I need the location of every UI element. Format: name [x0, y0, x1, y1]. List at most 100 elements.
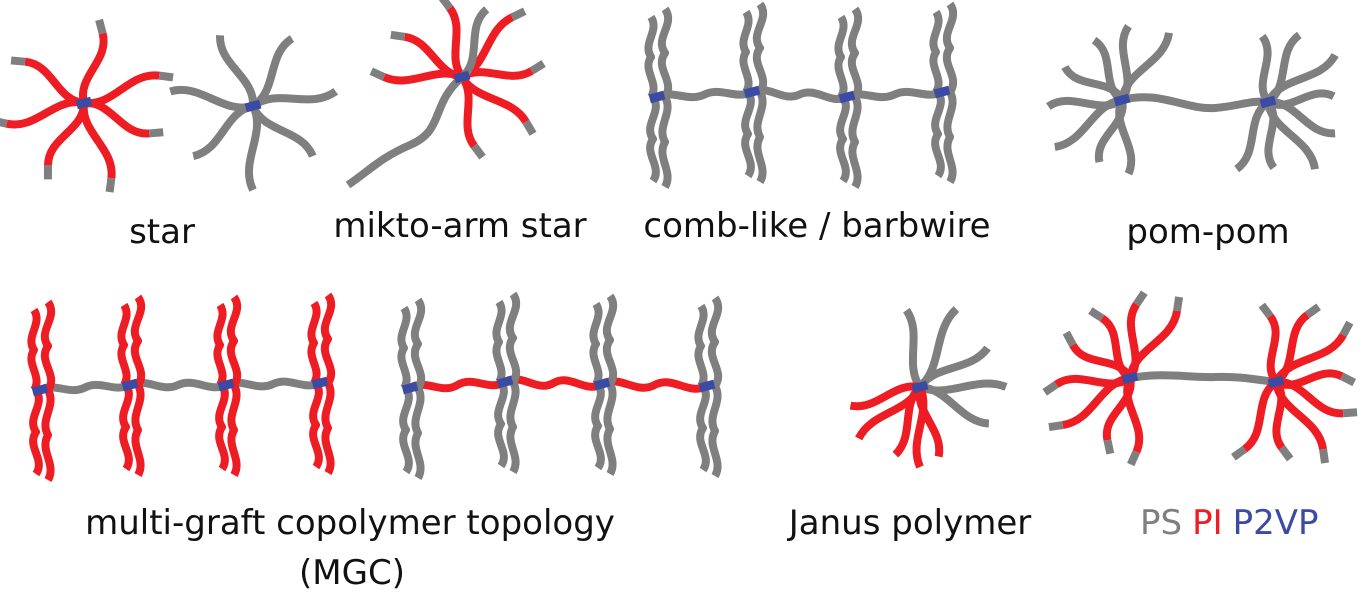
mikto-arm-star: [345, 0, 546, 189]
p2vp-junction: [933, 85, 951, 99]
janus-ps-arm: [902, 307, 924, 390]
arm-tip: [1339, 320, 1354, 337]
side-chain-down: [591, 381, 605, 471]
side-chain-down: [399, 385, 413, 475]
star-arm: [5, 98, 85, 129]
mgc-ps-backbone: [27, 292, 336, 482]
mgc-backbone: [128, 378, 228, 392]
side-chain-up: [589, 301, 603, 387]
p2vp-junction: [838, 90, 856, 104]
p2vp-junction: [401, 381, 419, 395]
label-mikto-arm-star: mikto-arm star: [333, 206, 587, 246]
pom-pom-ps: [1046, 24, 1339, 176]
p2vp-junction: [1267, 375, 1285, 389]
arm-tip: [148, 128, 164, 138]
star-arm: [24, 57, 85, 107]
side-chain-down: [309, 380, 323, 470]
pom-pom-arm: [1234, 98, 1271, 173]
side-chain-down: [708, 384, 722, 478]
comb-backbone: [845, 87, 944, 102]
janus-polymer: [849, 306, 1008, 469]
arm-tip: [1231, 445, 1248, 461]
side-chain-down: [696, 383, 710, 473]
star-arm: [250, 88, 339, 110]
p2vp-junction: [75, 96, 93, 110]
side-chain-up: [752, 1, 768, 95]
star-arm: [245, 104, 261, 192]
mgc-backbone: [600, 377, 709, 393]
star-arm: [249, 104, 317, 159]
mgc-backbone: [502, 375, 605, 391]
star-arm: [83, 71, 160, 108]
arm-tip: [1258, 302, 1274, 319]
p2vp-junction: [311, 376, 329, 390]
pom-pom-arm: [1267, 97, 1336, 138]
side-chain-down: [41, 388, 55, 482]
pom-pom-arm: [1126, 309, 1181, 379]
side-chain-down: [753, 90, 767, 184]
side-chain-down: [494, 379, 508, 469]
arm-tip: [529, 60, 546, 75]
arm-tip: [10, 56, 26, 66]
pom-pom-arm: [1258, 33, 1272, 105]
arm-tip: [522, 119, 537, 136]
side-chain-up: [657, 6, 673, 100]
side-chain-down: [321, 381, 335, 475]
pom-pom-arm: [1272, 332, 1347, 385]
side-chain-down: [603, 382, 617, 476]
star-ps: [169, 35, 339, 192]
pom-pom-arm: [1053, 96, 1123, 151]
arm-tip: [158, 71, 174, 82]
star-pi: [0, 18, 174, 193]
arm-tip: [0, 118, 8, 128]
arm-tip: [95, 18, 107, 35]
p2vp-junction: [496, 375, 514, 389]
side-chain-down: [658, 95, 672, 189]
side-chain-down: [848, 95, 862, 189]
label-star: star: [129, 212, 195, 252]
star-arm: [44, 102, 89, 166]
side-chain-up: [320, 292, 336, 386]
p2vp-junction: [453, 70, 471, 84]
side-chain-down: [215, 382, 229, 472]
side-chain-up: [847, 6, 863, 100]
mikto-pi-arm: [446, 5, 466, 80]
side-chain-up: [707, 295, 723, 389]
side-chain-up: [397, 305, 411, 391]
side-chain-up: [307, 300, 321, 386]
side-chain-up: [130, 294, 146, 388]
pom-pom-backbone: [1129, 371, 1277, 386]
arm-tip: [1304, 303, 1321, 319]
p2vp-junction: [1121, 371, 1139, 385]
side-chain-down: [119, 382, 133, 472]
pom-pom-backbone: [1120, 93, 1269, 113]
label-mgc-line2: (MGC): [299, 553, 405, 593]
arm-tip: [1133, 290, 1148, 307]
pom-pom-pi: [1042, 290, 1358, 467]
legend-ps: PS: [1140, 503, 1183, 543]
side-chain-up: [942, 1, 958, 95]
side-chain-down: [506, 380, 520, 474]
mgc-pi-backbone: [397, 291, 723, 480]
side-chain-up: [410, 297, 426, 391]
star-arm: [78, 32, 108, 105]
pom-pom-arm: [1264, 52, 1339, 105]
pom-pom-arm: [1069, 342, 1134, 381]
arm-tip: [1342, 408, 1358, 418]
mikto-pi-arm: [459, 67, 534, 81]
p2vp-junction: [1113, 93, 1131, 107]
p2vp-junction: [121, 378, 139, 392]
janus-pi-arm: [915, 386, 944, 458]
side-chain-down: [227, 383, 241, 477]
star-arm: [169, 85, 255, 112]
p2vp-junction: [1259, 95, 1277, 109]
p2vp-junction: [648, 90, 666, 104]
mikto-ps-arm: [345, 73, 465, 189]
arm-tip: [510, 7, 527, 21]
arm-tip: [1173, 296, 1184, 312]
arm-tip: [1088, 307, 1105, 322]
star-arm: [192, 102, 255, 161]
